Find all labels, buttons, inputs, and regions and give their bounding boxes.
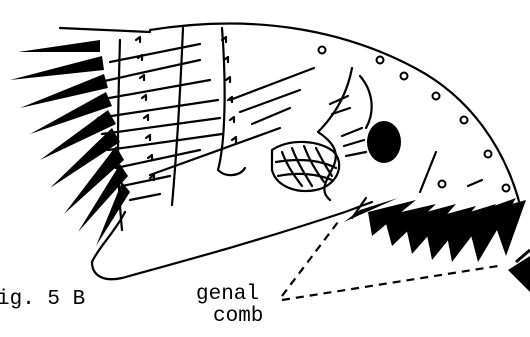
hook	[144, 115, 148, 120]
leader-line	[282, 222, 338, 296]
setal-spot	[461, 117, 468, 124]
hook	[232, 137, 236, 142]
figure-caption: ig. 5 B	[0, 289, 85, 310]
hair	[130, 194, 160, 200]
hair	[98, 80, 210, 100]
hair	[108, 134, 222, 150]
setal-spot	[401, 73, 408, 80]
hook	[142, 95, 146, 100]
antennal-groove	[360, 76, 372, 128]
hook	[228, 97, 232, 102]
setal-spot	[319, 47, 326, 54]
hook	[226, 77, 230, 82]
segment-line	[172, 28, 183, 205]
comb-spine	[18, 40, 100, 52]
hook	[140, 75, 144, 80]
maxilla-lines	[292, 148, 312, 186]
hair	[100, 60, 200, 82]
hair	[116, 150, 200, 168]
maxilla-lines	[278, 174, 332, 180]
setal-spot	[503, 185, 510, 192]
eye	[367, 121, 401, 163]
bristle-line	[420, 152, 436, 192]
hook	[230, 117, 234, 122]
body-outline	[92, 202, 372, 279]
setal-spot	[377, 57, 384, 64]
bristle-line	[230, 68, 314, 100]
setal-spot	[485, 151, 492, 158]
bristle	[342, 128, 362, 136]
bristle-line	[468, 180, 482, 186]
genal-label: genal	[196, 284, 259, 305]
bristle	[346, 152, 366, 156]
setal-spot	[433, 93, 440, 100]
hair	[110, 44, 200, 62]
hair	[60, 28, 150, 32]
maxilla-lines	[282, 152, 302, 186]
leader-line	[282, 266, 498, 300]
bristle-line	[252, 108, 290, 124]
hair	[98, 100, 218, 118]
comb-label: comb	[213, 306, 263, 327]
hook	[146, 135, 150, 140]
comb-spine	[10, 56, 104, 80]
hook	[148, 155, 152, 160]
hook	[136, 37, 140, 42]
bristle	[344, 140, 364, 146]
setal-spot	[439, 181, 446, 188]
hair	[102, 118, 220, 134]
hair	[122, 176, 170, 186]
